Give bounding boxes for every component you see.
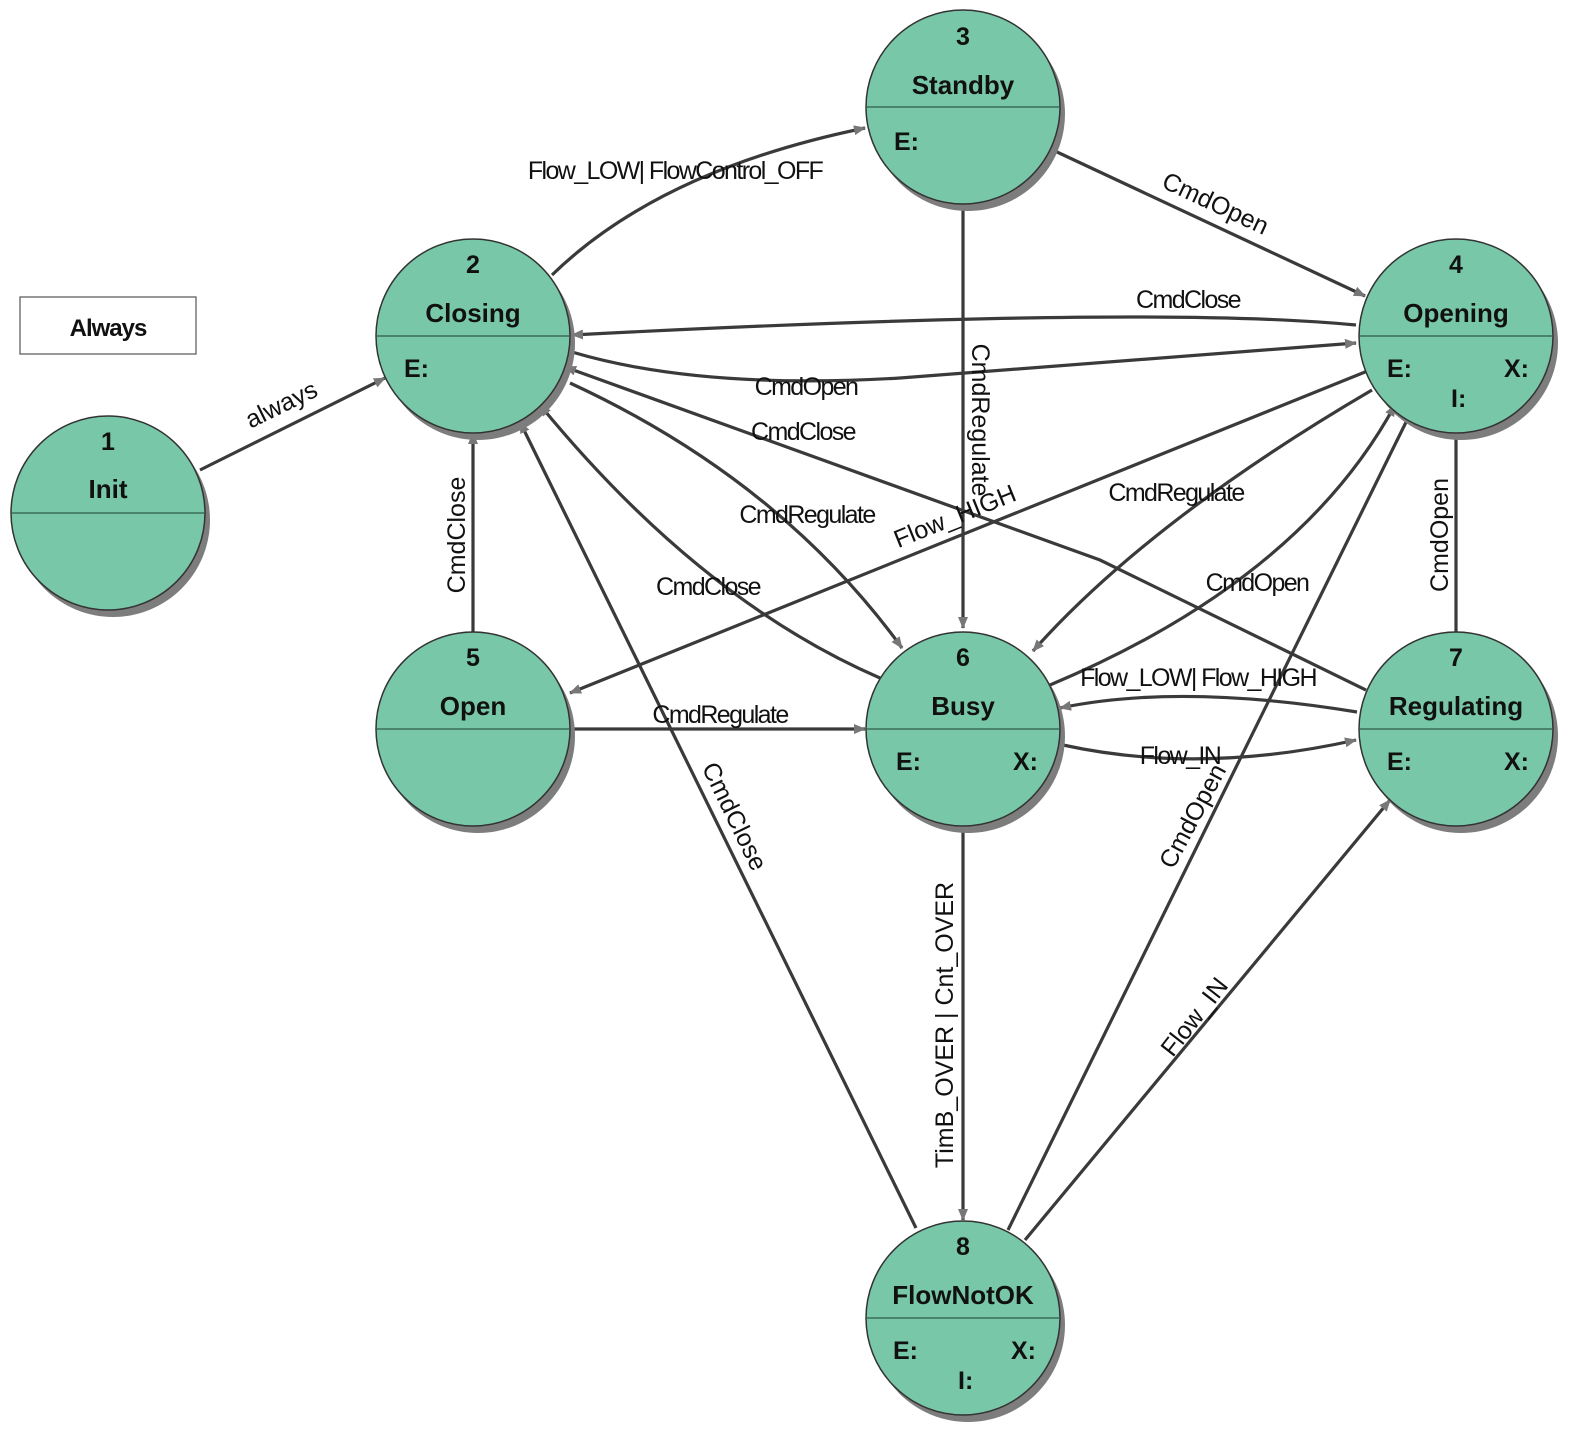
transition-label-t3: CmdOpen bbox=[1158, 167, 1273, 241]
state-init[interactable]: 1 Init bbox=[10, 415, 210, 617]
state-standby[interactable]: 3 Standby E: bbox=[865, 9, 1065, 211]
state-name: Init bbox=[89, 474, 128, 504]
transition-t7[interactable] bbox=[564, 365, 1367, 692]
entry-action-tag: E: bbox=[404, 355, 429, 383]
transition-label-t5: CmdOpen bbox=[755, 373, 858, 401]
state-number: 1 bbox=[101, 428, 115, 456]
state-name: Open bbox=[440, 691, 506, 721]
entry-action-tag: E: bbox=[1387, 355, 1412, 383]
transition-label-t14: CmdClose bbox=[443, 477, 471, 594]
transition-label-t11: CmdClose bbox=[656, 573, 761, 601]
exit-action-tag: X: bbox=[1504, 355, 1529, 383]
transition-t10[interactable] bbox=[1031, 388, 1373, 653]
state-name: Closing bbox=[425, 298, 520, 328]
transition-label-t1: always bbox=[241, 375, 322, 434]
state-number: 5 bbox=[466, 644, 480, 672]
transition-t21[interactable] bbox=[1023, 798, 1392, 1242]
state-flownotok[interactable]: 8 FlowNotOK E: X: I: bbox=[865, 1220, 1065, 1422]
transition-t20[interactable] bbox=[1006, 409, 1414, 1231]
transition-t12[interactable] bbox=[1049, 404, 1397, 687]
state-name: Busy bbox=[931, 691, 995, 721]
always-box[interactable]: Always bbox=[19, 296, 197, 355]
transition-t8[interactable] bbox=[569, 381, 904, 649]
entry-action-tag: E: bbox=[894, 128, 919, 156]
transition-t18[interactable] bbox=[518, 421, 918, 1229]
state-name: Regulating bbox=[1389, 691, 1523, 721]
state-number: 4 bbox=[1449, 251, 1463, 279]
exit-action-tag: X: bbox=[1011, 1337, 1036, 1365]
transition-label-t17: Flow_IN bbox=[1140, 742, 1221, 770]
entry-action-tag: E: bbox=[896, 748, 921, 776]
transition-label-t7: CmdClose bbox=[751, 418, 856, 446]
state-opening[interactable]: 4 Opening E: X: I: bbox=[1358, 238, 1558, 440]
state-number: 7 bbox=[1449, 644, 1463, 672]
transition-t17[interactable] bbox=[1062, 737, 1357, 761]
state-busy[interactable]: 6 Busy E: X: bbox=[865, 631, 1065, 833]
state-number: 6 bbox=[956, 644, 970, 672]
state-name: FlowNotOK bbox=[892, 1280, 1034, 1310]
internal-action-tag: I: bbox=[958, 1367, 973, 1395]
entry-action-tag: E: bbox=[1387, 748, 1412, 776]
transition-t2[interactable] bbox=[550, 125, 866, 277]
state-regulating[interactable]: 7 Regulating E: X: bbox=[1358, 631, 1558, 833]
transition-t4[interactable] bbox=[571, 315, 1357, 340]
transition-label-t15: Flow_LOW| Flow_HIGH bbox=[1080, 664, 1316, 692]
transition-label-t16: CmdRegulate bbox=[652, 701, 788, 729]
state-number: 3 bbox=[956, 23, 970, 51]
transitions-layer bbox=[199, 125, 1461, 1242]
state-name: Standby bbox=[912, 70, 1015, 100]
exit-action-tag: X: bbox=[1013, 748, 1038, 776]
transition-label-t12: CmdOpen bbox=[1206, 569, 1309, 597]
transition-t1[interactable] bbox=[199, 376, 386, 472]
internal-action-tag: I: bbox=[1451, 385, 1466, 413]
state-open[interactable]: 5 Open bbox=[375, 631, 575, 833]
transition-label-t19: TimB_OVER | Cnt_OVER bbox=[931, 882, 959, 1168]
transition-t11[interactable] bbox=[538, 403, 881, 680]
transition-label-t21: Flow_IN bbox=[1155, 972, 1234, 1061]
state-name: Opening bbox=[1403, 298, 1508, 328]
transition-t9[interactable] bbox=[569, 368, 1371, 695]
entry-action-tag: E: bbox=[893, 1337, 918, 1365]
transition-label-t4: CmdClose bbox=[1136, 286, 1241, 314]
transition-label-t13: CmdOpen bbox=[1426, 478, 1454, 592]
state-closing[interactable]: 2 Closing E: bbox=[375, 238, 575, 440]
transition-label-t2: Flow_LOW| FlowControl_OFF bbox=[528, 157, 824, 185]
always-box-label: Always bbox=[70, 315, 147, 342]
transition-label-t6: CmdRegulate bbox=[966, 344, 994, 497]
exit-action-tag: X: bbox=[1504, 748, 1529, 776]
states-layer: 1 Init 2 Closing E: 3 Standby E: 4 Openi… bbox=[10, 9, 1558, 1422]
transition-t3[interactable] bbox=[1056, 150, 1366, 298]
transition-label-t8: CmdRegulate bbox=[739, 501, 875, 529]
transition-label-t10: CmdRegulate bbox=[1108, 479, 1244, 507]
transition-t5[interactable] bbox=[571, 338, 1357, 383]
transition-t15[interactable] bbox=[1059, 694, 1358, 714]
state-number: 8 bbox=[956, 1233, 970, 1261]
state-number: 2 bbox=[466, 251, 480, 279]
